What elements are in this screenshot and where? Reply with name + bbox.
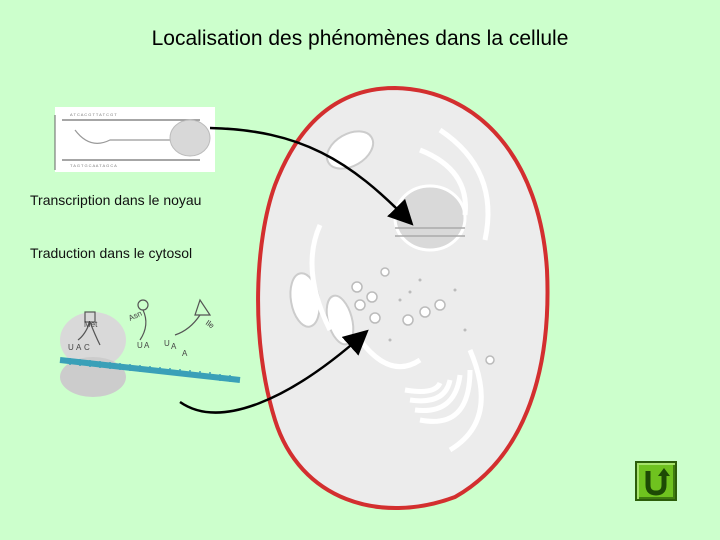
anticodon-letter: U xyxy=(68,343,74,352)
svg-text:A T C A C G T T A T C G T: A T C A C G T T A T C G T xyxy=(70,112,117,117)
cell-diagram xyxy=(258,88,547,508)
svg-text:T A G T G C A A T A G C A: T A G T G C A A T A G C A xyxy=(70,163,117,168)
transcription-figure: A T C A C G T T A T C G T T A G T G C A … xyxy=(55,107,215,172)
anticodon-letter: A xyxy=(171,342,177,351)
anticodon-letter: A xyxy=(182,349,188,358)
anticodon-letter: C xyxy=(84,343,90,352)
transcription-label: Transcription dans le noyau xyxy=(30,192,201,208)
return-button[interactable] xyxy=(635,461,677,501)
anticodon-letter: A xyxy=(144,341,150,350)
amino-acid-met: Met xyxy=(84,320,98,329)
anticodon-letter: U xyxy=(164,339,170,348)
amino-acid-ile: Ile xyxy=(204,318,217,331)
return-u-arrow-icon xyxy=(637,463,675,499)
amino-acid-asn: Asn xyxy=(127,309,143,323)
traduction-label: Traduction dans le cytosol xyxy=(30,245,192,261)
translation-figure: Met Asn Ile U A C U A U A A xyxy=(60,300,240,397)
anticodon-letter: A xyxy=(76,343,82,352)
anticodon-letter: U xyxy=(137,341,143,350)
